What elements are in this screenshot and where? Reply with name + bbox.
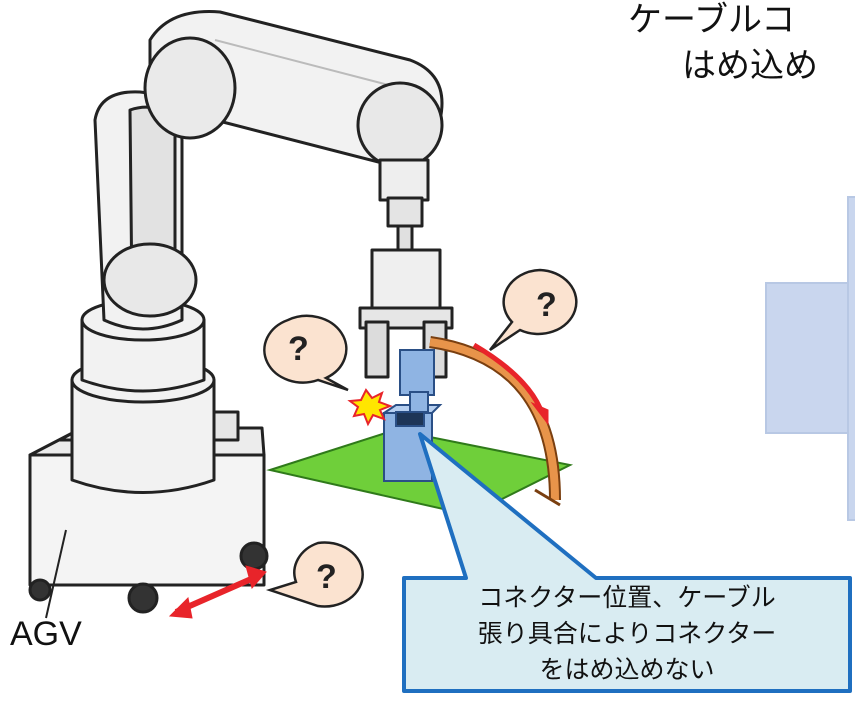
callout-line-1: コネクター位置、ケーブル <box>478 583 776 612</box>
callout-line-3: をはめ込めない <box>539 655 715 684</box>
cable <box>429 336 561 507</box>
title-line-1: ケーブルコ <box>628 0 796 40</box>
motion-arrows <box>168 342 549 619</box>
question-bubble-cable: ? <box>489 268 578 352</box>
callout-text: コネクター位置、ケーブル 張り具合によりコネクター をはめ込めない <box>404 577 850 691</box>
agv-pointer-line <box>45 529 67 619</box>
right-panel <box>765 196 855 521</box>
callout-box <box>402 432 852 693</box>
question-mark-icon: ? <box>316 558 337 596</box>
callout-line-2: 張り具合によりコネクター <box>477 619 777 648</box>
agv-label: AGV <box>10 615 82 653</box>
question-bubble-gripper: ? <box>263 314 349 392</box>
robot-arm <box>70 10 454 494</box>
question-mark-icon: ? <box>288 330 309 368</box>
question-bubble-agv: ? <box>265 541 364 608</box>
question-mark-icon: ? <box>536 286 557 324</box>
title-line-2: はめ込め <box>682 46 818 86</box>
collision-spark <box>347 388 393 427</box>
